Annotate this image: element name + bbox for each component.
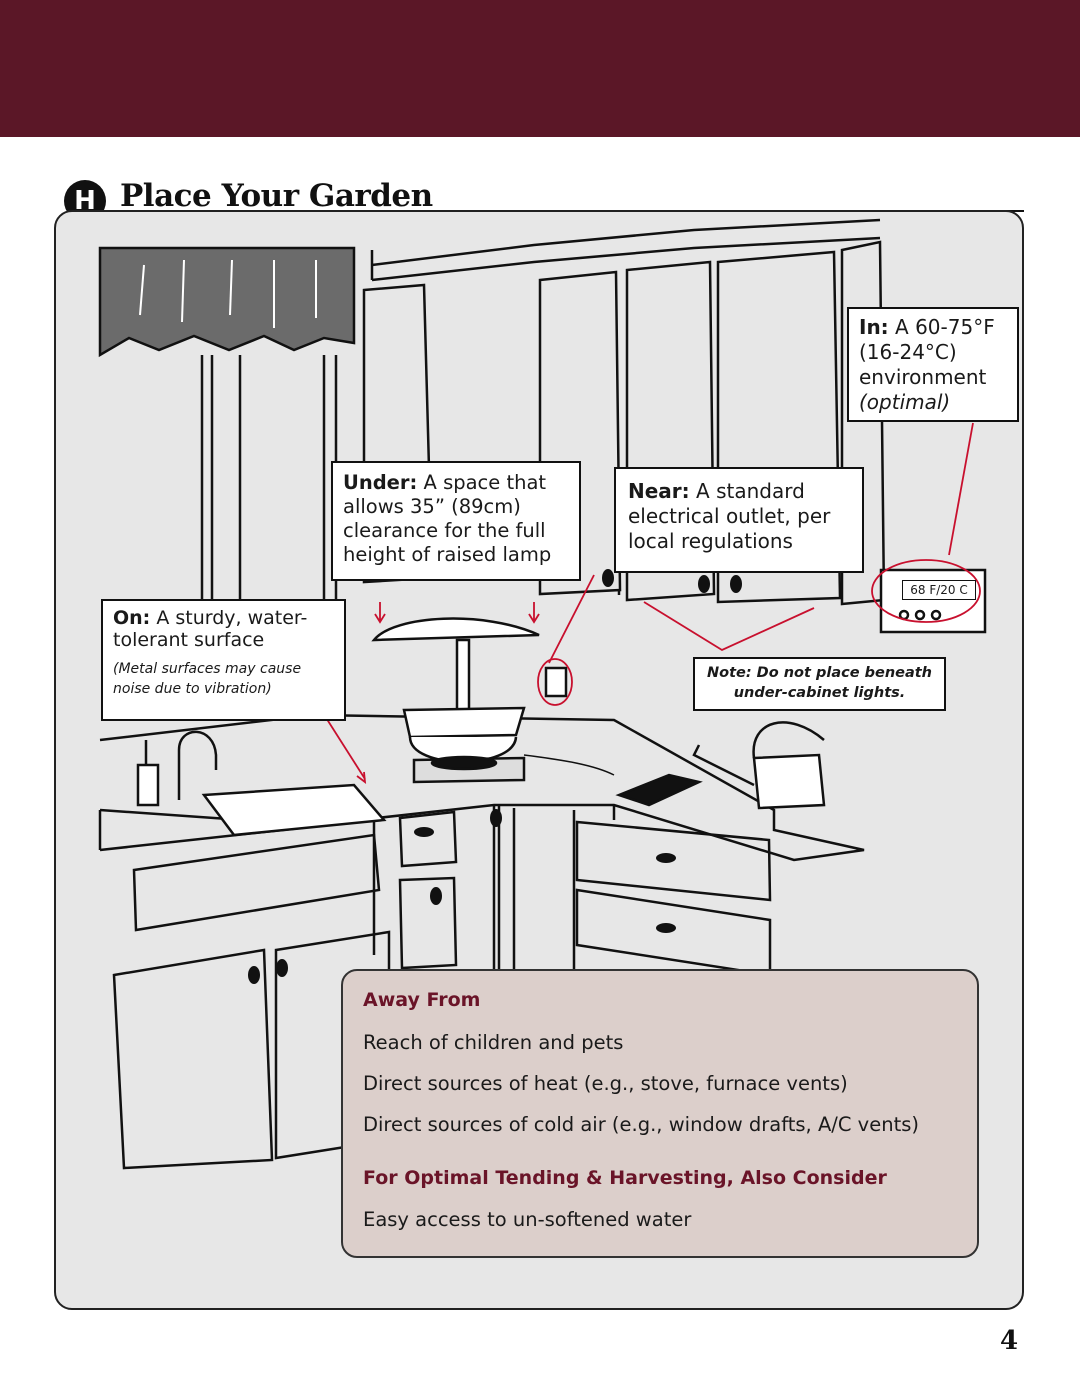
in-callout: In: A 60-75°F (16-24°C) environment (opt…: [847, 307, 1019, 422]
optimal-heading: For Optimal Tending & Harvesting, Also C…: [363, 1167, 887, 1189]
on-label: On:: [113, 607, 151, 629]
away-from-box: Away From Reach of children and pets Dir…: [341, 969, 979, 1258]
note-callout: Note: Do not place beneath under-cabinet…: [693, 657, 946, 711]
optimal-item: Easy access to un-softened water: [363, 1208, 692, 1231]
on-callout: On: A sturdy, water-tolerant surface (Me…: [101, 599, 346, 721]
away-item: Direct sources of cold air (e.g., window…: [363, 1113, 919, 1136]
on-note: (Metal surfaces may cause noise due to v…: [113, 661, 302, 697]
page-number: 4: [1000, 1326, 1019, 1356]
section-title: Place Your Garden: [120, 178, 433, 214]
under-label: Under:: [343, 471, 418, 494]
away-item: Reach of children and pets: [363, 1031, 624, 1054]
near-label: Near:: [628, 479, 690, 503]
thermostat-display: 68 F/20 C: [902, 580, 976, 600]
near-callout: Near: A standard electrical outlet, per …: [614, 467, 864, 573]
on-text: A sturdy, water-tolerant surface: [113, 607, 308, 651]
near-text: A standard electrical outlet, per local …: [628, 479, 831, 553]
under-text: A space that allows 35” (89cm) clearance…: [343, 471, 552, 566]
away-heading: Away From: [363, 989, 481, 1011]
under-callout: Under: A space that allows 35” (89cm) cl…: [331, 461, 581, 581]
top-banner: [0, 0, 1080, 137]
away-item: Direct sources of heat (e.g., stove, fur…: [363, 1072, 848, 1095]
in-text: A 60-75°F (16-24°C) environment: [859, 315, 995, 389]
in-optimal: (optimal): [859, 390, 951, 414]
in-label: In:: [859, 315, 889, 339]
